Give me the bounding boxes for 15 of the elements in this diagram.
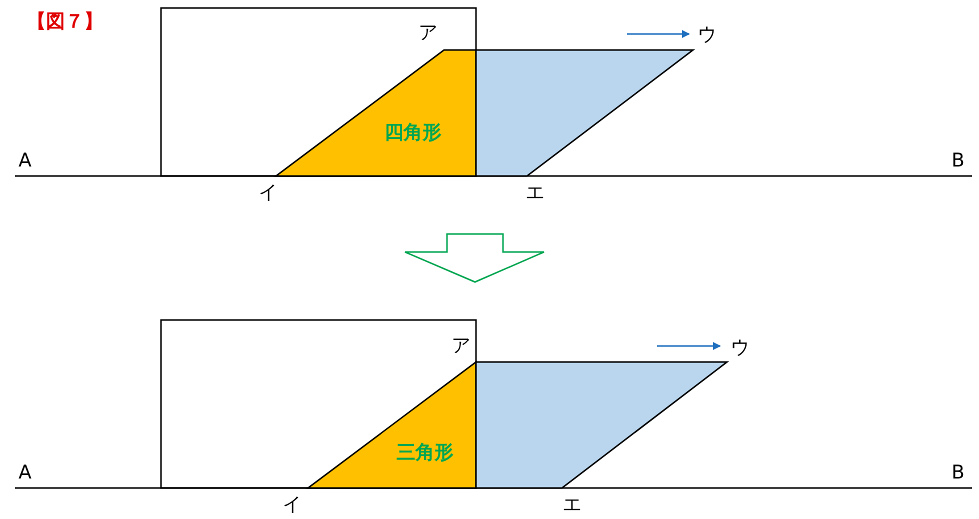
shape-label: 四角形 — [384, 124, 442, 142]
point-label: ア — [418, 24, 438, 42]
point-label: A — [18, 152, 32, 170]
point-label: エ — [526, 184, 544, 202]
point-label: B — [951, 464, 965, 482]
point-label: イ — [282, 496, 302, 514]
point-label: A — [18, 464, 32, 482]
point-label: ウ — [698, 26, 716, 44]
point-label: エ — [562, 496, 582, 514]
figure-number: 【図７】 — [27, 12, 103, 32]
point-label: ア — [452, 336, 470, 356]
point-label: B — [951, 152, 965, 170]
point-label: ウ — [730, 338, 750, 358]
shape-label: 三角形 — [396, 444, 454, 462]
point-label: イ — [258, 184, 278, 202]
